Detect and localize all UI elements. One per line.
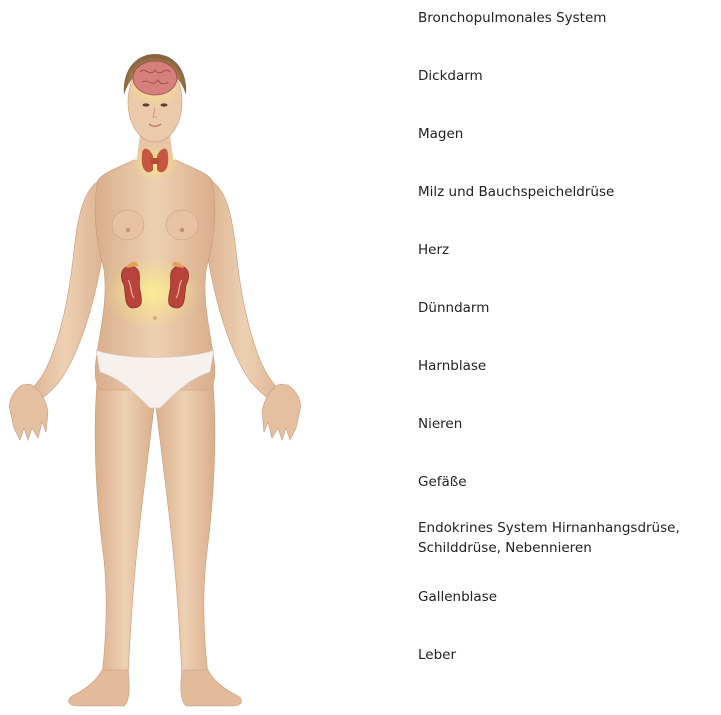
organ-item-kidneys[interactable]: Nieren [418,414,721,434]
right-breast [166,210,198,240]
organ-item-stomach[interactable]: Magen [418,124,721,144]
organ-item-gallbladder[interactable]: Gallenblase [418,587,721,607]
organ-item-large-intestine[interactable]: Dickdarm [418,66,721,86]
left-breast [112,210,144,240]
right-leg [155,372,215,675]
organ-item-vessels[interactable]: Gefäße [418,472,721,492]
left-leg [95,372,155,675]
human-body-illustration [0,0,310,711]
organ-item-endocrine-line2: Schilddrüse, Nebennieren [418,538,721,558]
left-foot [69,670,130,706]
organ-item-spleen-pancreas[interactable]: Milz und Bauchspeicheldrüse [418,182,721,202]
brain-icon [133,61,177,95]
organ-item-bladder[interactable]: Harnblase [418,356,721,376]
organ-item-liver[interactable]: Leber [418,645,721,665]
organ-list: Bronchopulmonales System Dickdarm Magen … [418,0,721,711]
organ-item-bronchopulmonary-system[interactable]: Bronchopulmonales System [418,8,721,28]
organ-item-endocrine-system[interactable]: Endokrines System Hirnanhangsdrüse, Schi… [418,518,721,558]
body-figure [0,0,310,711]
organ-item-endocrine-line1: Endokrines System Hirnanhangsdrüse, [418,518,721,538]
right-foot [181,670,242,706]
organ-item-small-intestine[interactable]: Dünndarm [418,298,721,318]
organ-item-heart[interactable]: Herz [418,240,721,260]
